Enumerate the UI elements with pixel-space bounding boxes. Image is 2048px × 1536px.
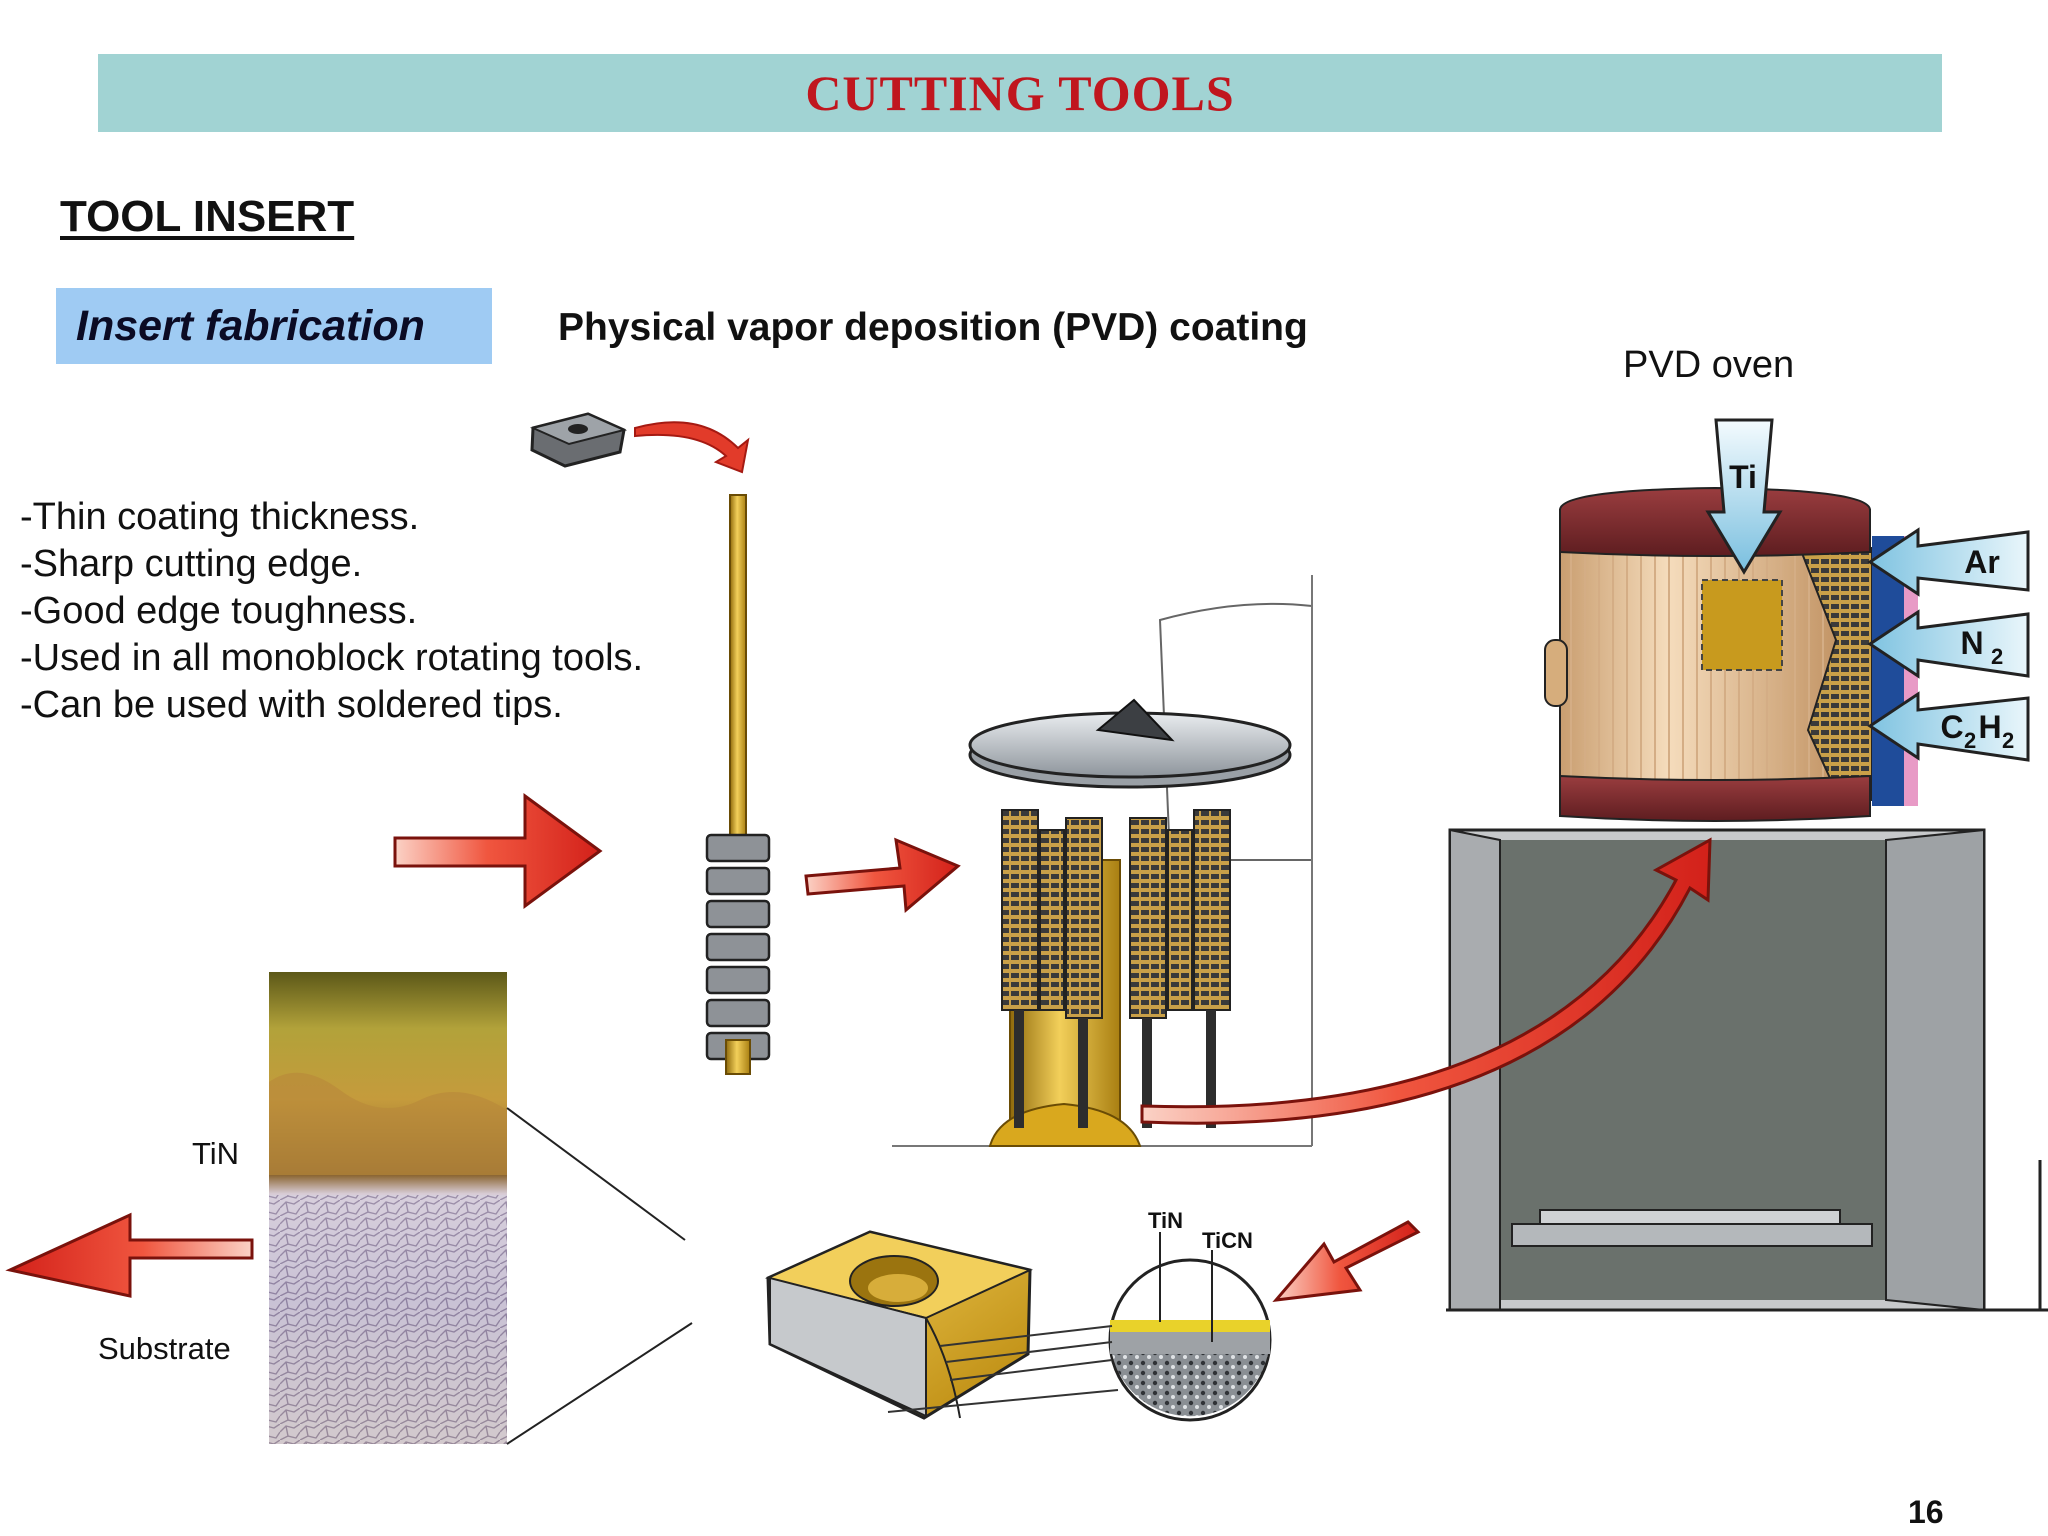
arrow-right-icon — [393, 793, 603, 909]
property-list: -Thin coating thickness. -Sharp cutting … — [20, 494, 643, 729]
stacking-rod — [705, 494, 771, 1075]
insert-fabrication-tag: Insert fabrication — [56, 288, 492, 364]
gas-inlet-arrows: Ar N 2 C 2 H 2 — [1867, 527, 2030, 762]
list-item: -Good edge toughness. — [20, 590, 418, 632]
section-heading: TOOL INSERT — [60, 192, 355, 241]
pvd-oven — [1446, 486, 2048, 1312]
n2-subscript: 2 — [1991, 644, 2003, 669]
arrow-left-icon — [5, 1212, 254, 1298]
page-number: 16 — [1908, 1494, 1944, 1530]
n2-label: N — [1960, 625, 1983, 661]
list-item: -Used in all monoblock rotating tools. — [20, 637, 644, 679]
coated-insert-detail: TiN TiCN — [764, 1208, 1272, 1422]
arrow-down-left-icon — [1272, 1220, 1421, 1302]
pvd-subheading: Physical vapor deposition (PVD) coating — [558, 306, 1308, 349]
pvd-oven-label: PVD oven — [1623, 344, 1795, 386]
ar-label: Ar — [1964, 544, 2000, 580]
c2h2-h-label: H — [1978, 709, 2001, 745]
ticn-layer-label: TiCN — [1202, 1228, 1253, 1253]
ti-label: Ti — [1729, 459, 1757, 495]
c2h2-h-subscript: 2 — [2002, 728, 2014, 753]
ti-source-arrow: Ti — [1705, 418, 1783, 575]
list-item: -Sharp cutting edge. — [20, 543, 363, 585]
fixture-carousel — [892, 575, 1313, 1147]
load-into-oven-arrow — [1140, 837, 1712, 1125]
coating-micrograph — [269, 972, 693, 1445]
list-item: -Thin coating thickness. — [20, 496, 420, 538]
arrow-right-icon — [804, 837, 961, 914]
tin-layer-label: TiN — [1148, 1208, 1183, 1233]
loose-insert-icon — [529, 412, 628, 468]
tin-label: TiN — [192, 1136, 240, 1171]
c2h2-c-label: C — [1940, 709, 1963, 745]
c2h2-c-subscript: 2 — [1964, 728, 1976, 753]
list-item: -Can be used with soldered tips. — [20, 684, 563, 726]
title-band: CUTTING TOOLS — [98, 54, 1942, 132]
substrate-label: Substrate — [98, 1331, 231, 1366]
slide-title: CUTTING TOOLS — [805, 65, 1235, 121]
tag-label: Insert fabrication — [76, 301, 425, 350]
curved-arrow-icon — [634, 421, 750, 474]
